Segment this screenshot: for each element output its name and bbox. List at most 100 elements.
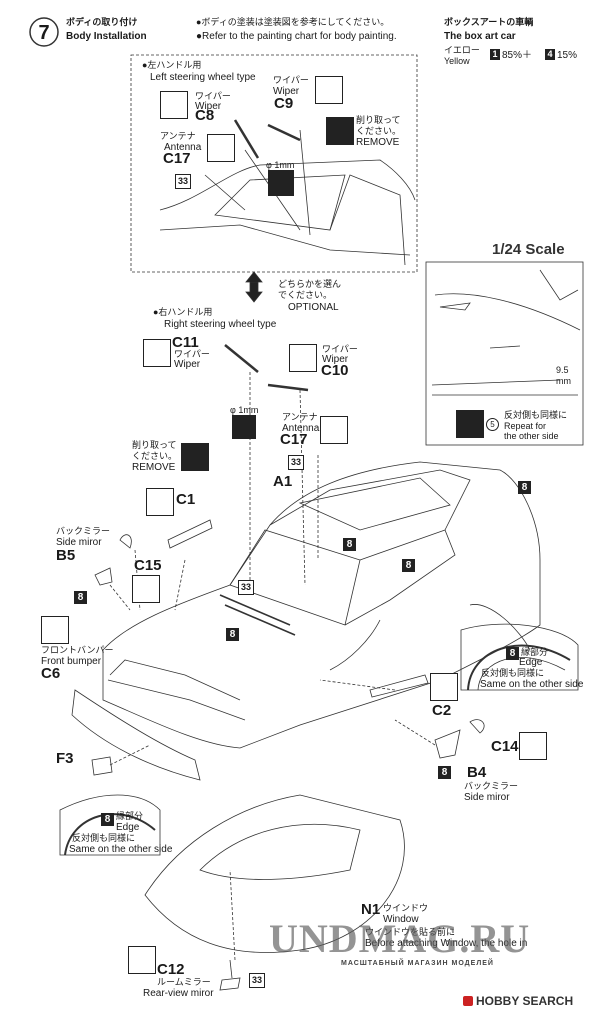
remove-jp-2: ください。 xyxy=(356,126,402,136)
dimension-value: 9.5 xyxy=(556,365,569,375)
painting-note-jp: ●ボディの塗装は塗装図を参考にしてください。 xyxy=(196,17,390,27)
c10-en: Wiper xyxy=(322,354,349,365)
c10-jp: ワイパー xyxy=(322,344,358,354)
paint-8: 8 xyxy=(226,628,239,641)
cement-icon xyxy=(519,732,547,760)
cement-icon xyxy=(128,946,156,974)
remove-en: REMOVE xyxy=(356,137,400,148)
part-c1: C1 xyxy=(176,491,196,508)
paint-8: 8 xyxy=(518,481,531,494)
part-n1: N1 xyxy=(361,901,381,918)
wiper-c8-jp: ワイパー xyxy=(195,91,231,101)
paint-8: 8 xyxy=(438,766,451,779)
repeat-en-2: the other side xyxy=(504,431,559,441)
box-art-color-jp: イエロー xyxy=(444,45,480,55)
b4-jp: バックミラー xyxy=(464,781,519,791)
c11-en: Wiper xyxy=(174,359,201,370)
antenna-en: Antenna xyxy=(282,423,320,434)
color-mix-b-pct: 15% xyxy=(557,50,578,61)
remove-jp-1: 削り取って xyxy=(132,440,177,450)
paint-8: 8 xyxy=(343,538,356,551)
color-mix-a: 1 xyxy=(490,49,500,60)
same-side-jp: 反対側も同様に xyxy=(72,833,136,843)
paint-8: 8 xyxy=(506,647,519,660)
part-b4: B4 xyxy=(467,764,487,781)
drill-icon xyxy=(268,170,294,196)
mirror-jp: バックミラー xyxy=(56,526,111,536)
c11-jp: ワイパー xyxy=(174,349,210,359)
left-steering-title-en: Left steering wheel type xyxy=(150,72,256,83)
part-c12: C12 xyxy=(157,961,185,978)
color-mix-a-pct: 85%＋ xyxy=(502,50,533,61)
edge-jp: 縁部分 xyxy=(521,647,549,657)
antenna-jp: アンテナ xyxy=(282,412,318,422)
watermark-sub: МАСШТАБНЫЙ МАГАЗИН МОДЕЛЕЙ xyxy=(341,960,494,967)
repeat-jp: 反対側も同様に xyxy=(504,410,568,420)
window-jp: ウインドウ xyxy=(383,903,429,913)
part-a1: A1 xyxy=(273,473,293,490)
step-title-en: Body Installation xyxy=(66,31,147,42)
watermark: UNDMAG.RU xyxy=(269,916,531,961)
optional-jp-1: どちらかを選ん xyxy=(278,279,342,289)
cement-icon xyxy=(289,344,317,372)
drill-size: φ 1mm xyxy=(230,405,259,415)
step-title-jp: ボディの取り付け xyxy=(66,17,138,27)
paint-33: 33 xyxy=(288,455,304,470)
color-mix-b: 4 xyxy=(545,49,555,60)
mirror-en: Side miror xyxy=(56,537,102,548)
remove-icon xyxy=(181,443,209,471)
before-note-en: Before attaching Window, the hole in xyxy=(365,938,528,949)
same-side-en: Same on the other side xyxy=(480,679,584,690)
cement-icon xyxy=(207,134,235,162)
bumper-jp: フロントバンパー xyxy=(41,645,114,655)
optional-en: OPTIONAL xyxy=(288,302,339,313)
paint-8: 8 xyxy=(74,591,87,604)
left-steering-title-jp: ●左ハンドル用 xyxy=(142,60,202,70)
box-art-title-en: The box art car xyxy=(444,31,516,42)
antenna-en: Antenna xyxy=(164,142,202,153)
cement-icon xyxy=(41,616,69,644)
footer-brand: HOBBY SEARCH xyxy=(476,994,574,1008)
edge-en: Edge xyxy=(519,657,543,668)
remove-jp-1: 削り取って xyxy=(356,115,401,125)
drill-icon xyxy=(232,415,256,439)
cement-icon xyxy=(146,488,174,516)
c12-en: Rear-view miror xyxy=(143,988,214,999)
cement-icon xyxy=(160,91,188,119)
paint-33: 33 xyxy=(249,973,265,988)
remove-en: REMOVE xyxy=(132,462,176,473)
b4-en: Side miror xyxy=(464,792,510,803)
part-c17: C17 xyxy=(280,431,308,448)
wiper-c9-jp: ワイパー xyxy=(273,75,309,85)
edge-jp: 縁部分 xyxy=(116,811,144,821)
part-c6: C6 xyxy=(41,665,61,682)
paint-8: 8 xyxy=(402,559,415,572)
brand-logo-icon xyxy=(463,996,473,1006)
wiper-c8-en: Wiper xyxy=(195,101,222,112)
part-b5: B5 xyxy=(56,547,76,564)
remove-jp-2: ください。 xyxy=(132,451,178,461)
decal-number: 5 xyxy=(486,418,499,431)
dimension-unit: mm xyxy=(556,376,571,386)
paint-33: 33 xyxy=(175,174,191,189)
part-c8: C8 xyxy=(195,107,215,124)
wiper-c9-en: Wiper xyxy=(273,86,300,97)
part-c10: C10 xyxy=(321,362,349,379)
cement-icon xyxy=(320,416,348,444)
antenna-jp: アンテナ xyxy=(160,131,196,141)
c12-jp: ルームミラー xyxy=(157,977,211,987)
optional-jp-2: でください。 xyxy=(278,290,333,300)
scale-label: 1/24 Scale xyxy=(492,241,565,258)
part-c14: C14 xyxy=(491,738,519,755)
repeat-en-1: Repeat for xyxy=(504,421,547,431)
part-c11: C11 xyxy=(172,334,199,351)
bumper-en: Front bumper xyxy=(41,656,102,667)
drill-size: φ 1mm xyxy=(266,160,295,170)
part-c2: C2 xyxy=(432,702,452,719)
cement-icon xyxy=(143,339,171,367)
cement-icon xyxy=(430,673,458,701)
part-c17: C17 xyxy=(163,150,191,167)
paint-8: 8 xyxy=(101,813,114,826)
part-c15: C15 xyxy=(134,557,162,574)
painting-note-en: ●Refer to the painting chart for body pa… xyxy=(196,31,397,42)
